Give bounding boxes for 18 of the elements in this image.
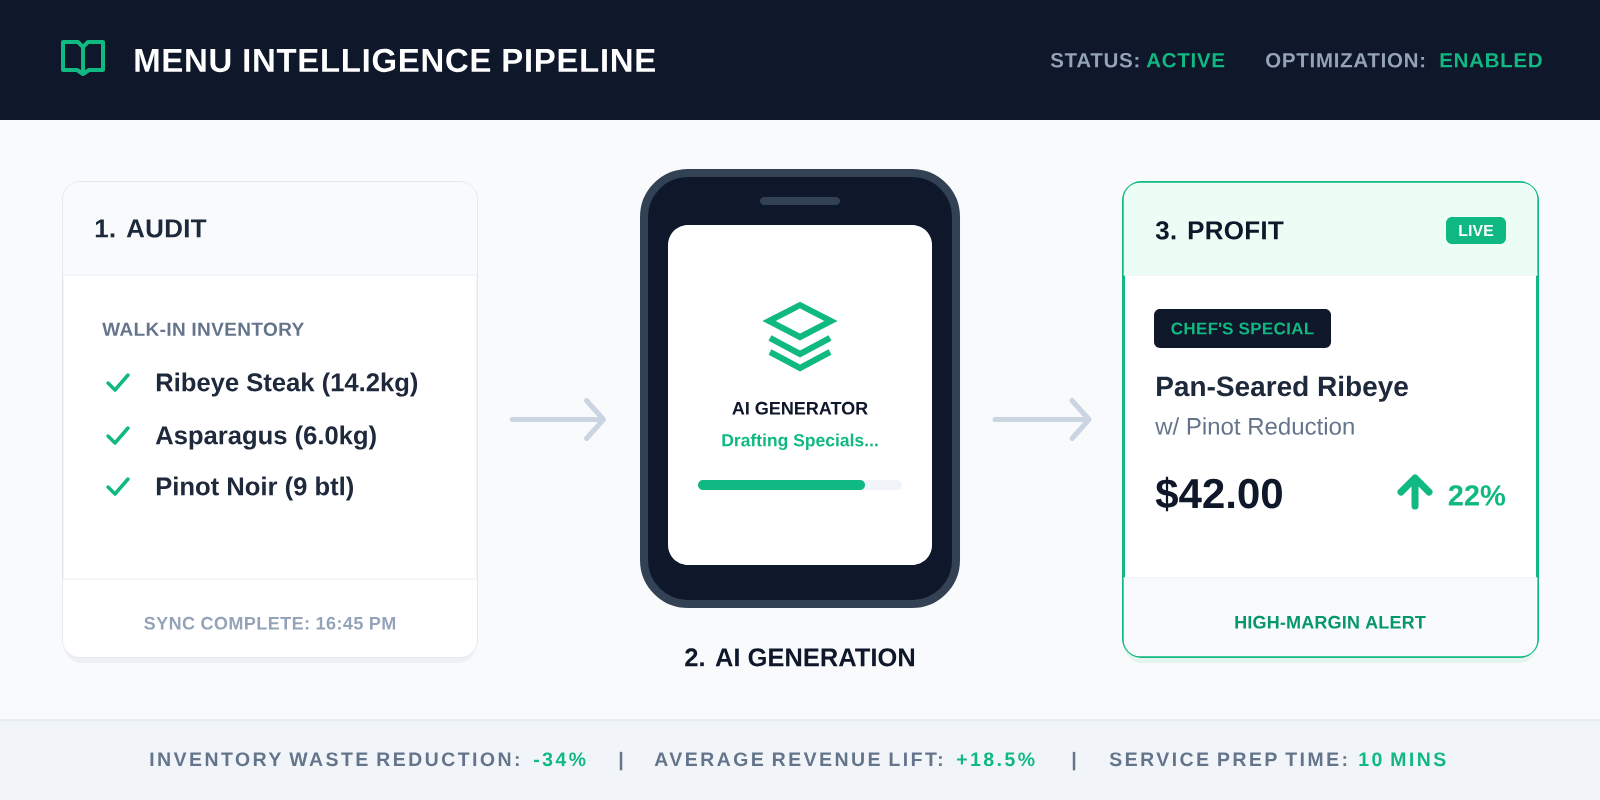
- status-value: ENABLED: [1440, 53, 1542, 68]
- metric-value: 10 MINS: [1359, 752, 1446, 767]
- arrow: [509, 398, 606, 441]
- status-label: OPTIMIZATION:: [1266, 53, 1425, 68]
- title: MENU INTELLIGENCE PIPELINE: [135, 48, 655, 73]
- status-value: ACTIVE: [1146, 53, 1225, 68]
- screen-title: AI GENERATOR: [732, 401, 868, 415]
- metric-value: +18.5%: [957, 752, 1035, 767]
- metric-label: INVENTORY WASTE REDUCTION:: [150, 752, 519, 767]
- metric-label: SERVICE PREP TIME:: [1109, 752, 1347, 767]
- metric-value: -34%: [534, 752, 586, 767]
- separator: |: [619, 751, 623, 771]
- status-label: STATUS:: [1050, 53, 1139, 68]
- arrow: [992, 398, 1092, 441]
- step-caption: 2. AI GENERATION: [685, 648, 915, 667]
- separator: |: [1072, 751, 1076, 771]
- status-text: Drafting Specials...: [722, 433, 878, 450]
- metric-label: AVERAGE REVENUE LIFT:: [654, 752, 942, 767]
